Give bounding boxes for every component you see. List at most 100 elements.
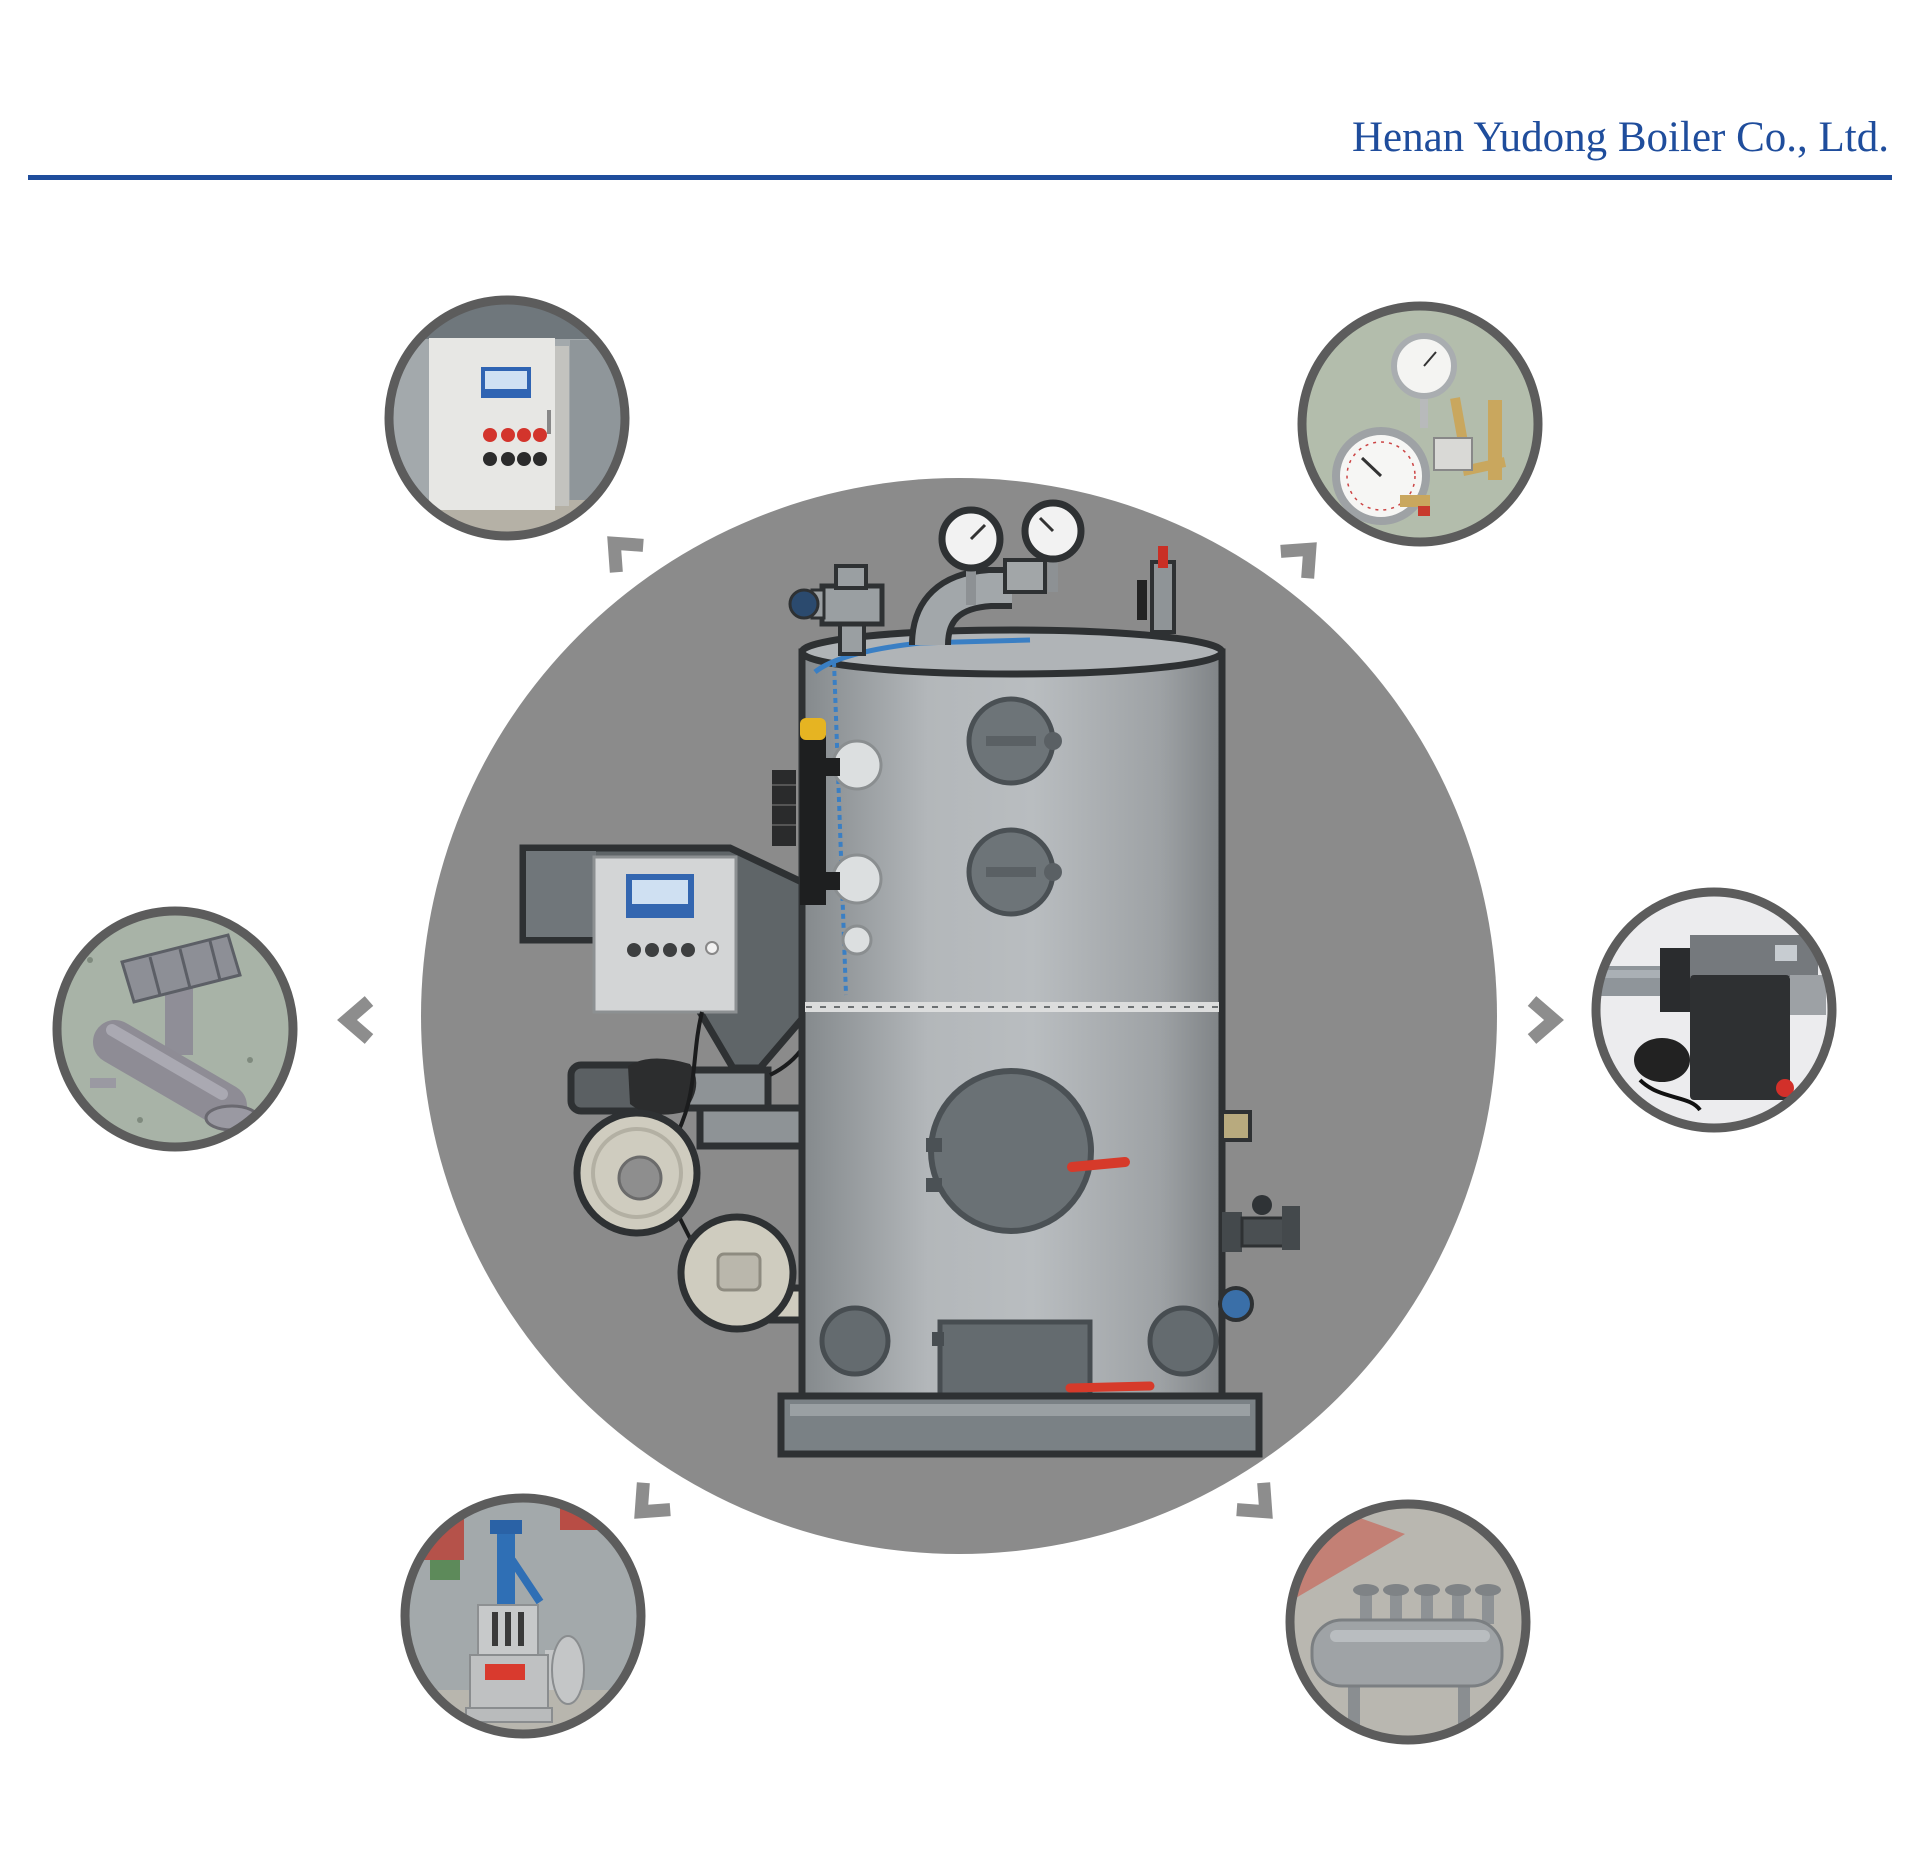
brass-fitting <box>1400 495 1430 507</box>
arrow-top-right-icon <box>1280 542 1317 579</box>
handhole-left <box>819 1305 891 1377</box>
nozzle-flange-3 <box>1414 1584 1440 1596</box>
cabinet-red-button-1 <box>483 428 497 442</box>
level-probe <box>772 770 796 846</box>
valve-body <box>469 1654 549 1711</box>
header-pipe <box>1310 1618 1504 1688</box>
large-gauge-scale <box>1346 441 1416 511</box>
small-gauge-stem <box>1420 394 1428 428</box>
control-button-2 <box>645 943 659 957</box>
header-pipe-highlight <box>1330 1630 1490 1642</box>
floor-speck <box>137 1117 143 1123</box>
housing-slot-1 <box>492 1612 498 1646</box>
cabinet-screen <box>485 371 527 389</box>
gauge-2-needle <box>1038 516 1055 533</box>
manhole-upper-2 <box>966 827 1062 917</box>
manhole-bar <box>986 736 1036 746</box>
pressure-gauge-icon <box>1297 301 1543 547</box>
sight-flange-2 <box>831 853 883 905</box>
sight-flange-3 <box>841 924 873 956</box>
header-nozzle-5 <box>1482 1590 1494 1624</box>
side-fittings <box>1218 1110 1300 1322</box>
gauge-2-stem <box>1048 557 1058 592</box>
safety-valve-lever <box>1158 546 1168 568</box>
steam-valve-body <box>819 583 885 627</box>
burner-top-housing <box>1690 935 1818 977</box>
chevron-shape <box>607 536 644 573</box>
steam-elbow <box>915 573 1012 646</box>
blowdown-valve-flange-1 <box>1222 1212 1242 1252</box>
blower-1-rim <box>591 1127 683 1219</box>
header-rule <box>28 175 1892 180</box>
water-level-gauge <box>772 718 840 905</box>
manhole-bar <box>986 867 1036 877</box>
header-nozzle-2 <box>1390 1590 1402 1624</box>
brass-tee <box>1488 400 1502 480</box>
blowdown-valve-body <box>1240 1216 1286 1248</box>
control-button-3 <box>663 943 677 957</box>
handhole-right <box>1147 1305 1219 1377</box>
steam-header-icon <box>1285 1499 1531 1745</box>
pressure-switch-box <box>1433 437 1473 471</box>
arrow-bottom-left-icon <box>634 1482 671 1519</box>
shell-seam <box>805 1002 1219 1012</box>
blower-1 <box>573 1109 701 1237</box>
chevron-shape <box>337 996 374 1044</box>
header-nozzle-1 <box>1360 1590 1372 1624</box>
furnace-door-handle <box>1067 1157 1130 1172</box>
control-indicator <box>705 941 719 955</box>
housing-slot-3 <box>518 1612 524 1646</box>
blower-2 <box>677 1213 814 1333</box>
side-cable <box>832 661 848 996</box>
sight-flange-1 <box>831 739 883 791</box>
pressure-gauge-photo <box>1305 309 1535 539</box>
photo-frame <box>52 906 298 1152</box>
top-fittings <box>788 499 1176 656</box>
cabinet-knob-4 <box>533 452 547 466</box>
steam-valve-handwheel <box>788 588 820 620</box>
boiler-top-rim <box>798 626 1226 678</box>
cabinet-knob-2 <box>501 452 515 466</box>
small-gauge-needle <box>1423 351 1437 367</box>
safety-valve-icon <box>400 1493 646 1739</box>
cabinet-knob-1 <box>483 452 497 466</box>
burner-cable <box>1638 1078 1702 1112</box>
boiler-icon <box>519 499 1300 1458</box>
valve-lever-arm <box>508 1557 544 1605</box>
control-cabinet-photo <box>392 303 622 533</box>
header-leg-2 <box>1458 1684 1470 1730</box>
ash-door-hinge-1 <box>932 1332 944 1346</box>
arrow-bottom-right-icon <box>1236 1482 1273 1519</box>
ash-door-handle <box>1065 1381 1155 1393</box>
door-hinge-1 <box>926 1138 942 1152</box>
cabinet-side <box>555 346 569 506</box>
gauge-1-needle <box>969 523 987 541</box>
feed-pipe <box>696 1104 812 1150</box>
nozzle-flange-5 <box>1475 1584 1501 1596</box>
valve-base-flange <box>465 1707 553 1723</box>
control-display-screen <box>632 880 688 904</box>
drain-dial <box>1218 1286 1254 1322</box>
burner-red-knob <box>1776 1079 1794 1097</box>
photo-frame <box>1591 887 1837 1133</box>
safety-valve-top <box>1150 560 1176 634</box>
gauge-1-stem <box>966 565 976 605</box>
header-nozzle-3 <box>1421 1590 1433 1624</box>
valve-lever-post <box>497 1528 515 1608</box>
furnace-door-panel <box>928 1068 1094 1234</box>
burner-box <box>1690 975 1790 1100</box>
base-highlight <box>790 1404 1250 1416</box>
cabinet-red-button-3 <box>517 428 531 442</box>
manhole-handle <box>1044 732 1062 750</box>
header-nozzle-4 <box>1452 1590 1464 1624</box>
drain-valve <box>1137 580 1147 620</box>
manhole-upper-1 <box>966 696 1062 786</box>
burner-motor <box>1634 1038 1690 1082</box>
housing-slot-2 <box>505 1612 511 1646</box>
cabinet-handle <box>547 410 551 434</box>
level-gauge-cap <box>800 718 826 740</box>
distributor-body <box>93 1020 247 1128</box>
hopper-side-face <box>526 851 596 937</box>
level-gauge-joint-2 <box>826 872 840 890</box>
